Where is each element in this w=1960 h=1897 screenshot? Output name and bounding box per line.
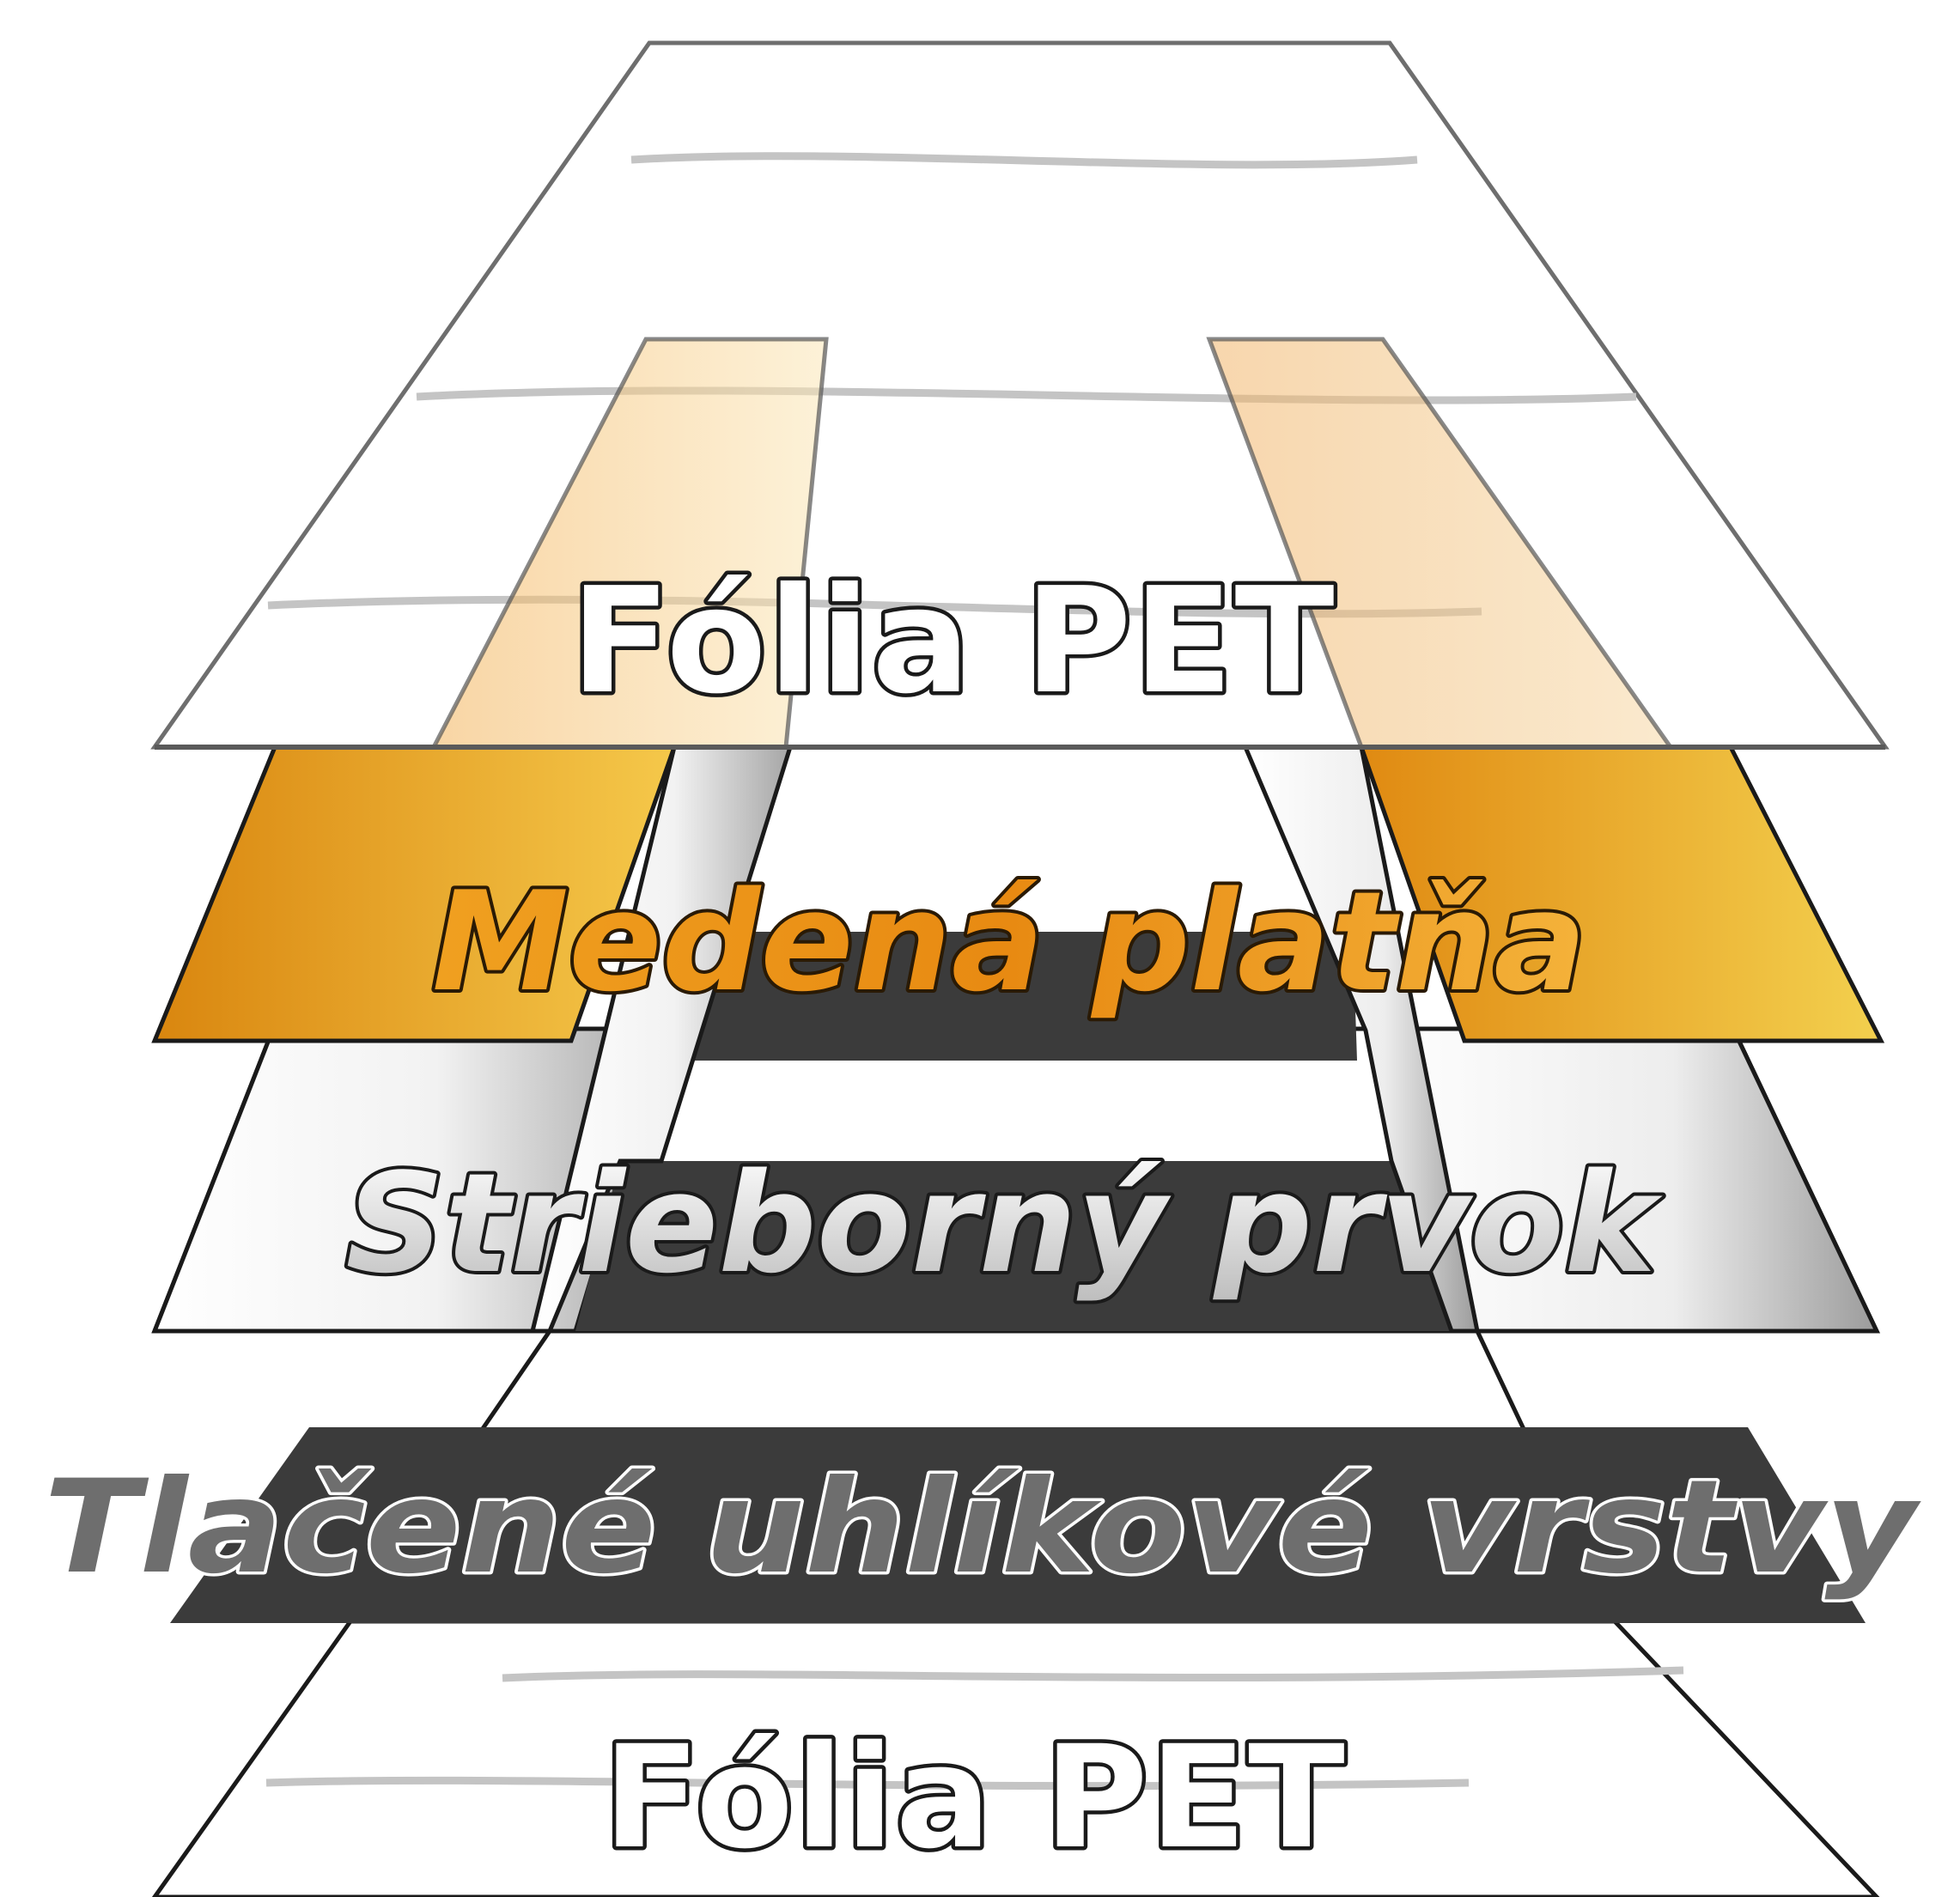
bottom-pet-layer bbox=[151, 1619, 1880, 1897]
label-bottom-pet: Fólia PET bbox=[603, 1715, 1346, 1880]
bottom-pet-texture-line-2 bbox=[265, 1776, 1470, 1791]
label-carbon: Tlačené uhlíkové vrstvy bbox=[44, 1453, 1922, 1602]
label-copper: Medená platňa bbox=[432, 861, 1586, 1022]
label-top-pet: Fólia PET bbox=[570, 556, 1336, 727]
bottom-pet-texture-line-1 bbox=[502, 1666, 1684, 1682]
copper-center-dark-band bbox=[674, 932, 1357, 1061]
top-pet-layer bbox=[150, 40, 1890, 750]
carbon-band bbox=[170, 1427, 1866, 1623]
top-pet-texture-line-2 bbox=[416, 386, 1637, 404]
silver-center-band bbox=[575, 1161, 1453, 1331]
carbon-layer bbox=[170, 1329, 1866, 1624]
top-pet-texture-line-1 bbox=[630, 152, 1418, 169]
label-silver: Strieborný prvok bbox=[345, 1143, 1663, 1304]
